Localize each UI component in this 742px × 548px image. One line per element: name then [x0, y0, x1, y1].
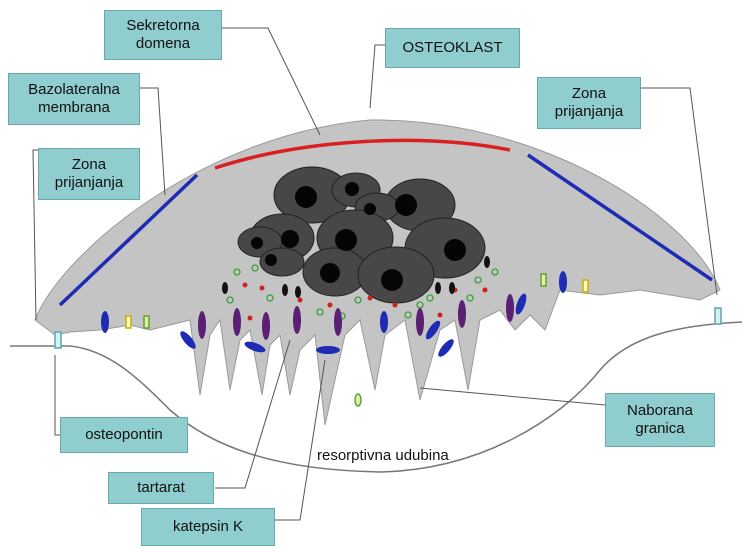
red-granule	[260, 286, 265, 291]
purple-vesicle	[198, 311, 206, 339]
purple-vesicle	[233, 308, 241, 336]
nucleolus	[265, 254, 277, 266]
purple-vesicle	[416, 308, 424, 336]
label-bazolateralna-membrana: Bazolateralna membrana	[8, 73, 140, 125]
black-vesicle	[222, 282, 228, 294]
label-zona-prijanjanja-right: Zona prijanjanja	[537, 77, 641, 129]
green-marker	[144, 316, 149, 328]
nucleolus	[381, 269, 403, 291]
label-tartarat: tartarat	[108, 472, 214, 504]
red-granule	[298, 298, 303, 303]
label-osteopontin: osteopontin	[60, 417, 188, 453]
blue-vesicle	[380, 311, 388, 333]
label-osteoklast: OSTEOKLAST	[385, 28, 520, 68]
nucleolus	[335, 229, 357, 251]
nucleolus	[320, 263, 340, 283]
red-granule	[328, 303, 333, 308]
leader-bazolateralna	[140, 88, 165, 195]
yellow-marker	[583, 280, 588, 292]
nucleolus	[251, 237, 263, 249]
nucleolus	[345, 182, 359, 196]
leader-naborana	[420, 388, 605, 405]
nucleolus	[295, 186, 317, 208]
green-marker	[541, 274, 546, 286]
blue-vesicle	[559, 271, 567, 293]
purple-vesicle	[506, 294, 514, 322]
red-granule	[368, 296, 373, 301]
green-marker	[355, 394, 361, 406]
leader-sekretorna	[222, 28, 320, 135]
label-katepsin-k: katepsin K	[141, 508, 275, 546]
label-naborana-granica: Naborana granica	[605, 393, 715, 447]
black-vesicle	[435, 282, 441, 294]
purple-vesicle	[458, 300, 466, 328]
black-vesicle	[449, 282, 455, 294]
black-vesicle	[484, 256, 490, 268]
nucleolus	[444, 239, 466, 261]
blue-vesicle	[101, 311, 109, 333]
blue-vesicle	[436, 337, 456, 359]
red-granule	[243, 283, 248, 288]
attachment-marker-left	[55, 332, 61, 348]
label-zona-prijanjanja-left: Zona prijanjanja	[38, 148, 140, 200]
purple-vesicle	[262, 312, 270, 340]
red-granule	[483, 288, 488, 293]
label-resorptivna-udubina: resorptivna udubina	[317, 447, 449, 464]
black-vesicle	[295, 286, 301, 298]
purple-vesicle	[293, 306, 301, 334]
leader-katepsin	[275, 360, 325, 520]
yellow-marker	[126, 316, 131, 328]
red-granule	[393, 303, 398, 308]
leader-osteoklast	[370, 45, 385, 108]
nucleolus	[281, 230, 299, 248]
purple-vesicle	[334, 308, 342, 336]
red-granule	[438, 313, 443, 318]
nucleolus	[364, 203, 376, 215]
blue-vesicle	[316, 346, 340, 354]
red-granule	[248, 316, 253, 321]
black-vesicle	[282, 284, 288, 296]
label-sekretorna-domena: Sekretorna domena	[104, 10, 222, 60]
nucleolus	[395, 194, 417, 216]
attachment-marker-right	[715, 308, 721, 324]
